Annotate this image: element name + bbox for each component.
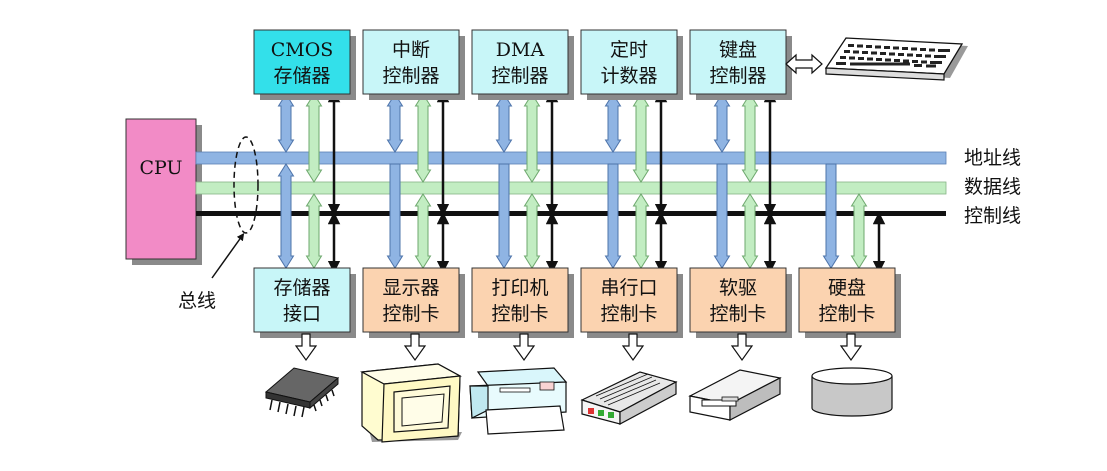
- monitor-icon: [360, 363, 462, 443]
- chip-icon: [264, 367, 340, 418]
- top-data-arrow: [414, 93, 432, 183]
- floppy-drive-icon: [688, 369, 782, 421]
- top-label-line2: 控制器: [382, 65, 439, 87]
- address-bus-label: 地址线: [964, 147, 1021, 169]
- top-address-arrow: [495, 93, 513, 153]
- top-data-arrow: [523, 93, 541, 183]
- data-bus-label: 数据线: [964, 176, 1021, 198]
- top-label-line2: 控制器: [491, 65, 548, 87]
- modem-icon: [580, 371, 678, 426]
- bottom-data-arrow: [414, 193, 432, 269]
- top-address-arrow: [604, 93, 622, 153]
- top-box: [580, 29, 678, 95]
- top-label-line2: 存储器: [273, 65, 330, 87]
- top-box: [362, 29, 460, 95]
- bus-connectors: [277, 89, 886, 274]
- data-bus: [195, 181, 947, 195]
- bus-indicator: [211, 136, 259, 279]
- control-bus: [196, 211, 946, 216]
- cpu-label: CPU: [139, 157, 182, 179]
- bottom-data-arrow: [741, 193, 759, 269]
- top-label-line1: 定时: [610, 39, 648, 61]
- top-box: [253, 29, 351, 95]
- bottom-label-line1: 软驱: [719, 277, 757, 299]
- bottom-label-line1: 硬盘: [828, 277, 866, 299]
- bottom-address-arrow: [713, 163, 731, 269]
- bottom-label-line1: 显示器: [382, 277, 439, 299]
- top-data-arrow: [741, 93, 759, 183]
- bottom-box: [689, 267, 787, 333]
- bottom-label-line1: 存储器: [273, 277, 330, 299]
- keyboard-link-arrow: [785, 53, 823, 75]
- bottom-label-line2: 控制卡: [382, 303, 439, 325]
- bus-label: 总线: [178, 290, 216, 312]
- cpu-box: [125, 118, 197, 260]
- address-bus: [195, 151, 947, 165]
- hard-disk-icon: [811, 367, 893, 417]
- bottom-address-arrow: [277, 163, 295, 269]
- bottom-label-line1: 串行口: [600, 277, 657, 299]
- bottom-box: [362, 267, 460, 333]
- top-label-line2: 计数器: [600, 65, 657, 87]
- bottom-address-arrow: [822, 163, 840, 269]
- printer-icon: [469, 367, 568, 435]
- top-label-line1: 中断: [392, 39, 430, 61]
- top-label-line1: CMOS: [271, 39, 334, 61]
- bottom-label-line2: 控制卡: [709, 303, 766, 325]
- top-cmos: CMOS 存储器: [253, 29, 356, 100]
- bottom-label-line2: 控制卡: [491, 303, 548, 325]
- control-bus-label: 控制线: [964, 205, 1021, 227]
- bottom-data-arrow: [850, 193, 868, 269]
- top-address-arrow: [277, 93, 295, 153]
- device-arrows: [294, 333, 863, 362]
- top-label-line2: 控制器: [709, 65, 766, 87]
- top-label-line1: DMA: [496, 39, 545, 61]
- bottom-label-line2: 控制卡: [600, 303, 657, 325]
- top-address-arrow: [713, 93, 731, 153]
- bottom-label-line2: 接口: [283, 303, 321, 325]
- top-address-arrow: [386, 93, 404, 153]
- bottom-data-arrow: [632, 193, 650, 269]
- top-label-line1: 键盘: [719, 39, 757, 61]
- bus-lines: [195, 151, 947, 216]
- bottom-address-arrow: [604, 163, 622, 269]
- bottom-address-arrow: [495, 163, 513, 269]
- bottom-label-line2: 控制卡: [818, 303, 875, 325]
- bottom-box: [253, 267, 351, 333]
- top-dma: DMA 控制器: [471, 29, 574, 100]
- bottom-data-arrow: [523, 193, 541, 269]
- top-box: [471, 29, 569, 95]
- bottom-box: [471, 267, 569, 333]
- bottom-address-arrow: [386, 163, 404, 269]
- bottom-data-arrow: [305, 193, 323, 269]
- bottom-label-line1: 打印机: [491, 277, 548, 299]
- top-data-arrow: [632, 93, 650, 183]
- top-data-arrow: [305, 93, 323, 183]
- bottom-box: [798, 267, 896, 333]
- keyboard-icon: [824, 37, 968, 81]
- bottom-box: [580, 267, 678, 333]
- top-box: [689, 29, 787, 95]
- cpu-block: CPU: [125, 118, 202, 265]
